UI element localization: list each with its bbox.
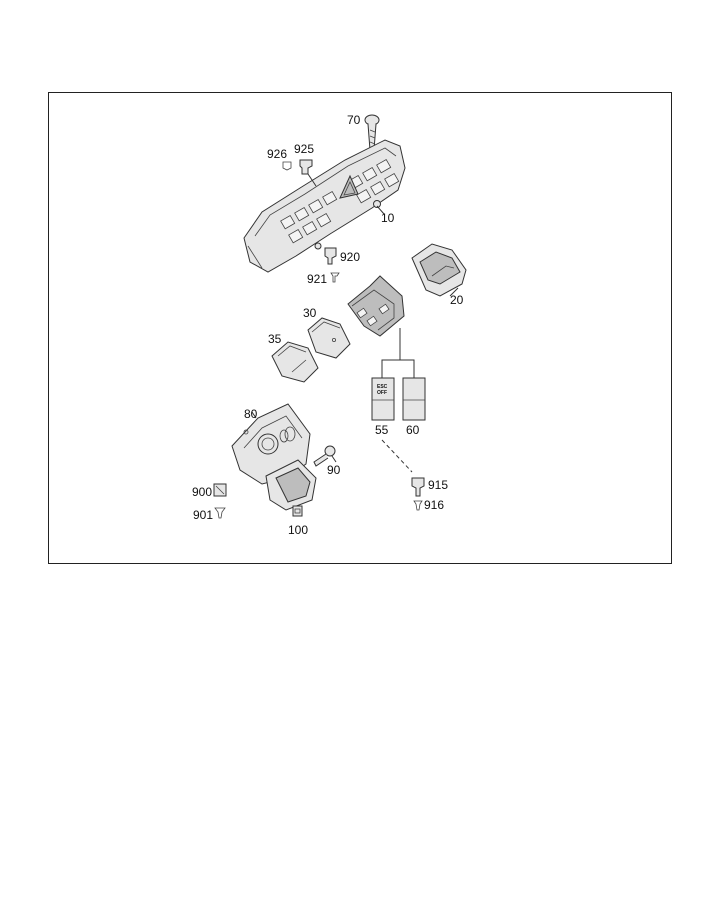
part-900-nut [213, 483, 227, 497]
part-55-esc-switch: ESC OFF [371, 377, 395, 421]
part-100-clip [292, 505, 303, 517]
part-35-cap [271, 341, 319, 383]
part-20-switch-cap [411, 243, 467, 297]
part-925-nut [299, 159, 317, 187]
part-915-nut [411, 477, 425, 497]
callout-60: 60 [406, 423, 420, 437]
part-921-clip [330, 272, 340, 283]
part-80-light-switch [231, 403, 317, 511]
callout-921: 921 [307, 272, 327, 286]
callout-90: 90 [327, 463, 341, 477]
part-901-clip [214, 507, 226, 519]
callout-20: 20 [450, 293, 464, 307]
callout-915: 915 [428, 478, 448, 492]
part-916-clip [413, 500, 423, 511]
callout-55: 55 [375, 423, 389, 437]
part-920-nut [324, 247, 337, 265]
callout-916: 916 [424, 498, 444, 512]
callout-925: 925 [294, 142, 314, 156]
part-926-clip [282, 161, 292, 171]
part-30-cap [307, 317, 351, 359]
callout-926: 926 [267, 147, 287, 161]
callout-80: 80 [244, 407, 258, 421]
callout-900: 900 [192, 485, 212, 499]
part-10-switch-panel [243, 139, 406, 273]
callout-70: 70 [347, 113, 361, 127]
esc-label-line1: ESC [377, 384, 388, 390]
callout-30: 30 [303, 306, 317, 320]
part-90-screw [313, 445, 337, 467]
callout-10: 10 [381, 211, 395, 225]
callout-920: 920 [340, 250, 360, 264]
part-switch-module [347, 275, 405, 337]
callout-100: 100 [288, 523, 308, 537]
part-60-switch [402, 377, 426, 421]
callout-35: 35 [268, 332, 282, 346]
diagram-frame [48, 92, 672, 564]
esc-label-line2: OFF [377, 390, 387, 396]
callout-901: 901 [193, 508, 213, 522]
